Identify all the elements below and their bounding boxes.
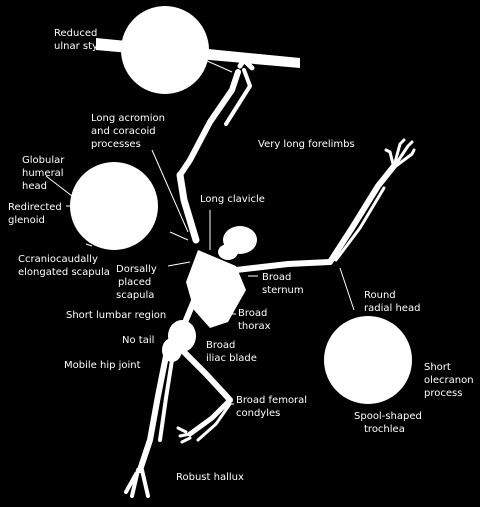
left-leg [137, 353, 169, 473]
label-craniocaudal-scapula: Ccraniocaudally elongated scapula [18, 254, 110, 278]
label-short-lumbar: Short lumbar region [66, 310, 166, 321]
label-reduced-ulnar-styloid: Reduced ulnar styloid [54, 28, 116, 52]
label-very-long-forelimbs: Very long forelimbs [258, 139, 355, 150]
right-leg [181, 349, 233, 403]
skeleton [124, 57, 416, 498]
labels: Reduced ulnar styloid Long acromion and … [8, 28, 477, 483]
label-globular-humeral-head: Globular humeral head [22, 155, 68, 192]
label-broad-femoral: Broad femoral condyles [236, 395, 310, 419]
raised-arm [177, 69, 241, 178]
upper-arm [176, 171, 200, 244]
label-long-clavicle: Long clavicle [200, 194, 265, 205]
label-long-acromion: Long acromion and coracoid processes [91, 113, 168, 150]
label-no-tail: No tail [122, 335, 154, 346]
label-broad-sternum: Broad sternum [262, 272, 304, 296]
leader-lines [45, 39, 355, 405]
extended-arm [233, 259, 333, 273]
label-spool-trochlea: Spool-shaped trochlea [354, 411, 425, 435]
label-round-radial-head: Round radial head [364, 290, 420, 314]
shoulder-callout [70, 162, 158, 250]
label-redirected-glenoid: Redirected glenoid [8, 202, 65, 226]
label-mobile-hip: Mobile hip joint [64, 360, 141, 371]
label-dorsal-scapula: Dorsally placed scapula [116, 264, 160, 301]
elbow-callout [324, 316, 412, 404]
ulnar-styloid-callout [121, 6, 209, 94]
hand [384, 138, 416, 170]
label-broad-iliac: Broad iliac blade [206, 340, 257, 364]
label-short-olecranon: Short olecranon process [424, 362, 477, 399]
label-robust-hallux: Robust hallux [176, 472, 244, 483]
label-broad-thorax: Broad thorax [238, 308, 271, 332]
